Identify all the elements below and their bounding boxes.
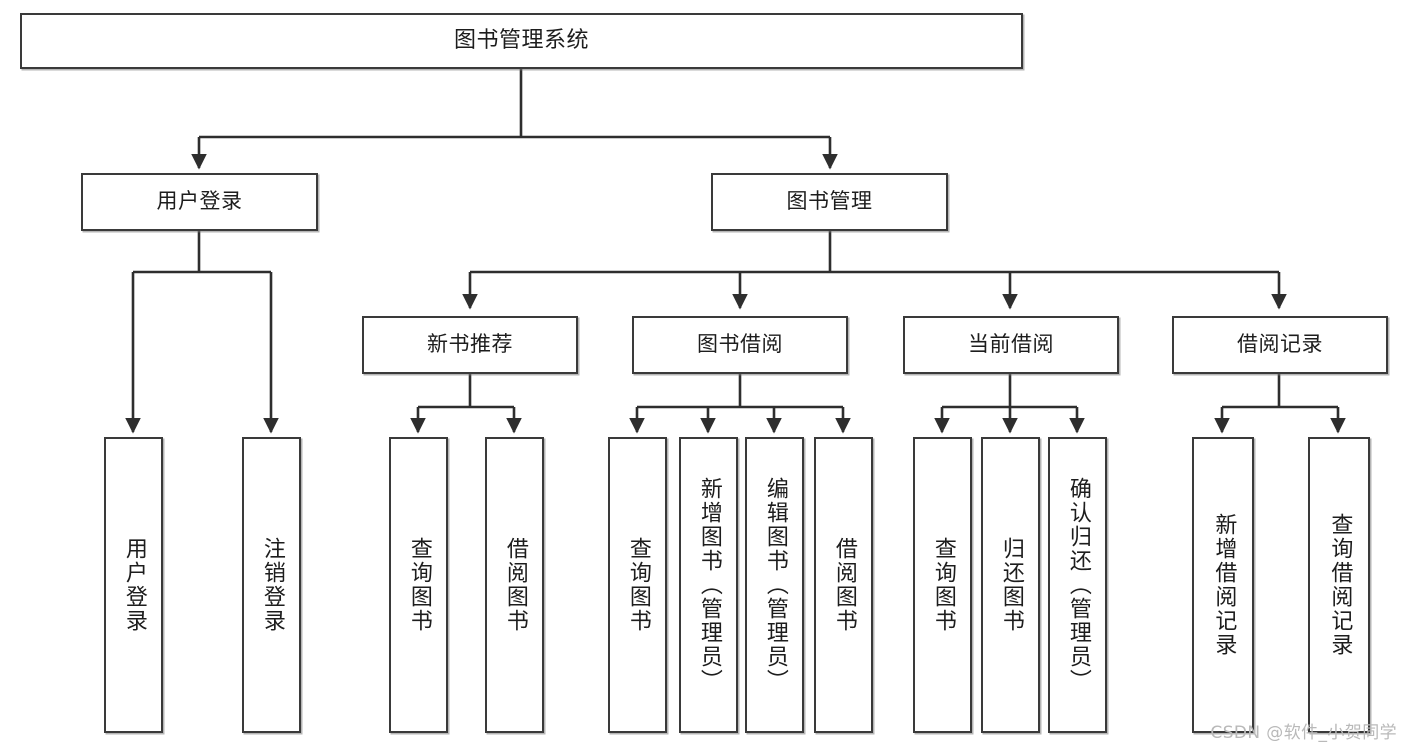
leaf-br-query-record[interactable]: 查询借阅记录 [1308,437,1370,733]
leaf-cb-confirm-return-admin[interactable]: 确认归还（管理员） [1048,437,1107,733]
node-label: 用户登录 [156,189,243,214]
node-label: 借阅记录 [1237,332,1323,357]
node-label: 确认归还（管理员） [1065,477,1091,693]
node-label: 查询借阅记录 [1327,513,1353,657]
leaf-user-login[interactable]: 用户登录 [104,437,163,733]
leaf-bb-query-book[interactable]: 查询图书 [608,437,667,733]
node-label: 编辑图书（管理员） [762,477,788,693]
node-current-borrow[interactable]: 当前借阅 [903,316,1119,374]
leaf-cb-return-book[interactable]: 归还图书 [981,437,1040,733]
node-label: 查询图书 [930,537,956,633]
leaf-nb-borrow-book[interactable]: 借阅图书 [485,437,544,733]
leaf-br-add-record[interactable]: 新增借阅记录 [1192,437,1254,733]
node-label: 查询图书 [625,537,651,633]
leaf-logout[interactable]: 注销登录 [242,437,301,733]
leaf-bb-add-book-admin[interactable]: 新增图书（管理员） [679,437,738,733]
node-label: 图书管理 [786,189,873,214]
node-label: 查询图书 [406,537,432,633]
node-label: 新增图书（管理员） [696,477,722,693]
node-label: 图书管理系统 [453,27,589,53]
node-user-login[interactable]: 用户登录 [81,173,318,231]
node-label: 注销登录 [259,537,285,633]
node-new-book-recommend[interactable]: 新书推荐 [362,316,578,374]
node-book-management[interactable]: 图书管理 [711,173,948,231]
leaf-cb-query-book[interactable]: 查询图书 [913,437,972,733]
node-label: 当前借阅 [968,332,1054,357]
node-label: 借阅图书 [831,537,857,633]
node-book-borrow[interactable]: 图书借阅 [632,316,848,374]
node-label: 用户登录 [121,537,147,633]
node-label: 归还图书 [998,537,1024,633]
node-root-library-system[interactable]: 图书管理系统 [20,13,1023,69]
leaf-bb-edit-book-admin[interactable]: 编辑图书（管理员） [745,437,804,733]
node-label: 借阅图书 [502,537,528,633]
node-label: 新书推荐 [427,332,513,357]
leaf-bb-borrow-book[interactable]: 借阅图书 [814,437,873,733]
node-label: 图书借阅 [697,332,783,357]
leaf-nb-query-book[interactable]: 查询图书 [389,437,448,733]
node-borrow-record[interactable]: 借阅记录 [1172,316,1388,374]
csdn-watermark: CSDN @软件_小贺同学 [1210,723,1397,743]
node-label: 新增借阅记录 [1211,513,1237,657]
